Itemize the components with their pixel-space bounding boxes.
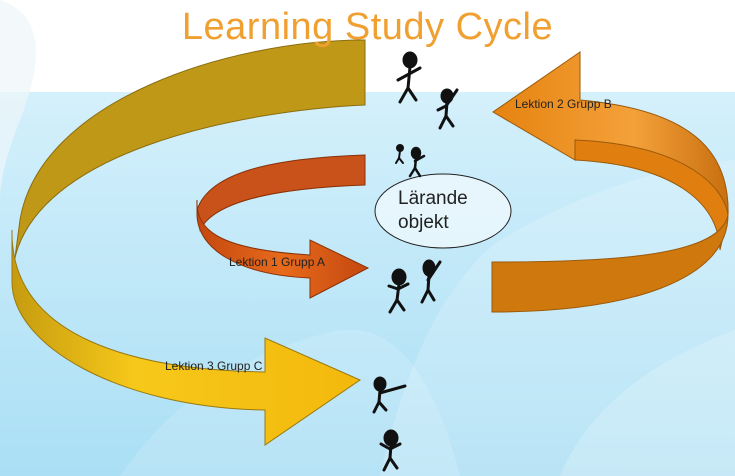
stick-figure-low-1 xyxy=(387,268,410,314)
center-label: Lärande objekt xyxy=(398,187,468,235)
background-wave-corner xyxy=(560,330,735,476)
stick-figure-bottom-2 xyxy=(379,429,402,472)
arrow-grupp-a-front xyxy=(196,199,370,299)
stick-figure-top-2 xyxy=(436,88,459,130)
arrow-label-lektion-1: Lektion 1 Grupp A xyxy=(229,255,326,269)
center-label-line-1: Lärande xyxy=(398,188,468,209)
arrow-label-lektion-3: Lektion 3 Grupp C xyxy=(165,359,263,373)
background-swirl xyxy=(0,0,36,200)
center-label-line-2: objekt xyxy=(398,212,449,233)
arrow-grupp-a-back xyxy=(196,154,366,232)
stick-figure-bottom-1 xyxy=(372,376,407,414)
stick-figure-top-1 xyxy=(396,51,422,104)
center-ellipse xyxy=(374,173,512,249)
background-wave-right xyxy=(380,160,735,476)
arrow-label-lektion-2: Lektion 2 Grupp B xyxy=(515,97,612,111)
arrow-grupp-c-front xyxy=(11,229,362,446)
arrow-grupp-b-front xyxy=(491,214,729,313)
diagram-title: Learning Study Cycle xyxy=(181,6,554,48)
stick-figure-low-2 xyxy=(420,259,442,304)
stick-figure-mid-2 xyxy=(408,146,426,178)
stick-figure-mid-1 xyxy=(395,144,404,164)
